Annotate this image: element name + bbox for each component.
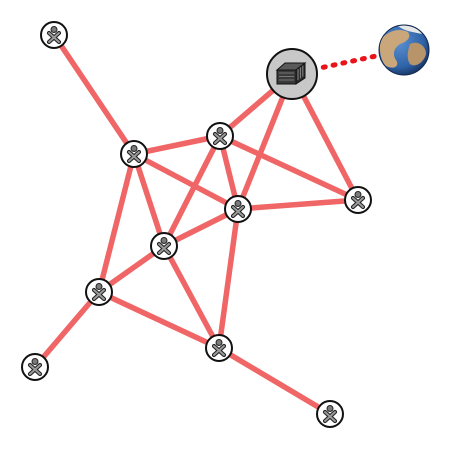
mesh-link xyxy=(96,151,137,295)
mesh-link xyxy=(216,206,241,351)
mesh-link xyxy=(96,289,222,351)
internet-link xyxy=(320,53,378,70)
xo-laptop-node[interactable] xyxy=(224,195,252,223)
xo-laptop-icon xyxy=(230,200,246,219)
xo-laptop-node[interactable] xyxy=(40,21,68,49)
xo-laptop-node[interactable] xyxy=(205,334,233,362)
mesh-link xyxy=(32,289,102,370)
xo-laptop-node[interactable] xyxy=(316,400,344,428)
mesh-link xyxy=(131,133,223,157)
mesh-link xyxy=(216,345,333,417)
xo-laptop-node[interactable] xyxy=(206,122,234,150)
xo-laptop-icon xyxy=(350,191,366,210)
xo-laptop-node[interactable] xyxy=(85,278,113,306)
nodes-layer xyxy=(21,21,430,428)
xo-laptop-icon xyxy=(91,283,107,302)
school-server-icon xyxy=(275,61,307,85)
mesh-link xyxy=(217,133,361,203)
xo-laptop-icon xyxy=(126,145,142,164)
xo-laptop-node[interactable] xyxy=(21,353,49,381)
mesh-link xyxy=(131,151,167,249)
xo-laptop-icon xyxy=(211,339,227,358)
xo-laptop-node[interactable] xyxy=(120,140,148,168)
xo-laptop-icon xyxy=(46,26,62,45)
globe-icon xyxy=(378,24,430,76)
mesh-link xyxy=(131,151,241,212)
links-layer xyxy=(32,32,378,417)
xo-laptop-icon xyxy=(322,405,338,424)
mesh-link xyxy=(51,32,137,157)
mesh-link xyxy=(161,243,222,351)
internet-node[interactable] xyxy=(378,24,430,76)
mesh-link xyxy=(235,197,361,212)
xo-laptop-node[interactable] xyxy=(344,186,372,214)
xo-laptop-icon xyxy=(27,358,43,377)
xo-laptop-icon xyxy=(212,127,228,146)
school-server-node[interactable] xyxy=(266,48,318,100)
xo-laptop-icon xyxy=(156,237,172,256)
mesh-link xyxy=(161,133,223,249)
xo-laptop-node[interactable] xyxy=(150,232,178,260)
